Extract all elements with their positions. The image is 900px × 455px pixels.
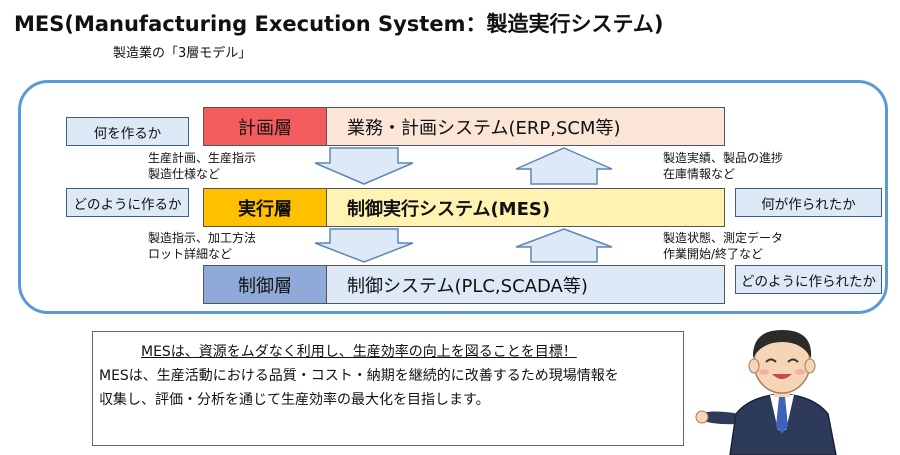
layer-planning-label: 計画層 — [204, 108, 327, 145]
arrow-down-planning-to-execution — [314, 147, 414, 185]
flow-note-execution-up: 製造実績、製品の進捗 在庫情報など — [663, 151, 784, 181]
layer-execution-system: 制御実行システム(MES) — [327, 189, 724, 226]
layer-execution-label: 実行層 — [204, 189, 327, 226]
layer-execution: 実行層 制御実行システム(MES) — [203, 188, 725, 227]
arrow-up-execution-to-planning — [515, 147, 613, 185]
arrow-up-control-to-execution — [515, 228, 613, 263]
question-how-was-made: どのように作られたか — [735, 265, 882, 294]
layer-control-label: 制御層 — [204, 266, 327, 303]
explanation-body: MESは、生産活動における品質・コスト・納期を継続的に改善するため現場情報を 収… — [99, 368, 619, 408]
question-how-to-make: どのように作るか — [66, 188, 189, 217]
flow-note-execution-down: 製造指示、加工方法 ロット詳細など — [148, 231, 257, 261]
page-title: MES(Manufacturing Execution System：製造実行シ… — [14, 12, 664, 36]
explanation-box: MESは、資源をムダなく利用し、生産効率の向上を図ることを目標！ MESは、生産… — [92, 331, 684, 446]
businessman-illustration — [695, 330, 837, 455]
layer-planning: 計画層 業務・計画システム(ERP,SCM等) — [203, 107, 725, 146]
flow-note-planning-down: 生産計画、生産指示 製造仕様など — [148, 151, 257, 181]
question-what-was-made: 何が作られたか — [735, 188, 882, 217]
layer-planning-system: 業務・計画システム(ERP,SCM等) — [327, 108, 724, 145]
page-subtitle: 製造業の「3層モデル」 — [113, 46, 252, 61]
flow-note-control-up: 製造状態、測定データ 作業開始/終了など — [663, 231, 784, 261]
layer-control-system: 制御システム(PLC,SCADA等) — [327, 266, 724, 303]
question-what-to-make: 何を作るか — [66, 117, 189, 146]
explanation-goal: MESは、資源をムダなく利用し、生産効率の向上を図ることを目標！ — [141, 344, 577, 360]
arrow-down-execution-to-control — [314, 228, 414, 263]
layer-control: 制御層 制御システム(PLC,SCADA等) — [203, 265, 725, 304]
